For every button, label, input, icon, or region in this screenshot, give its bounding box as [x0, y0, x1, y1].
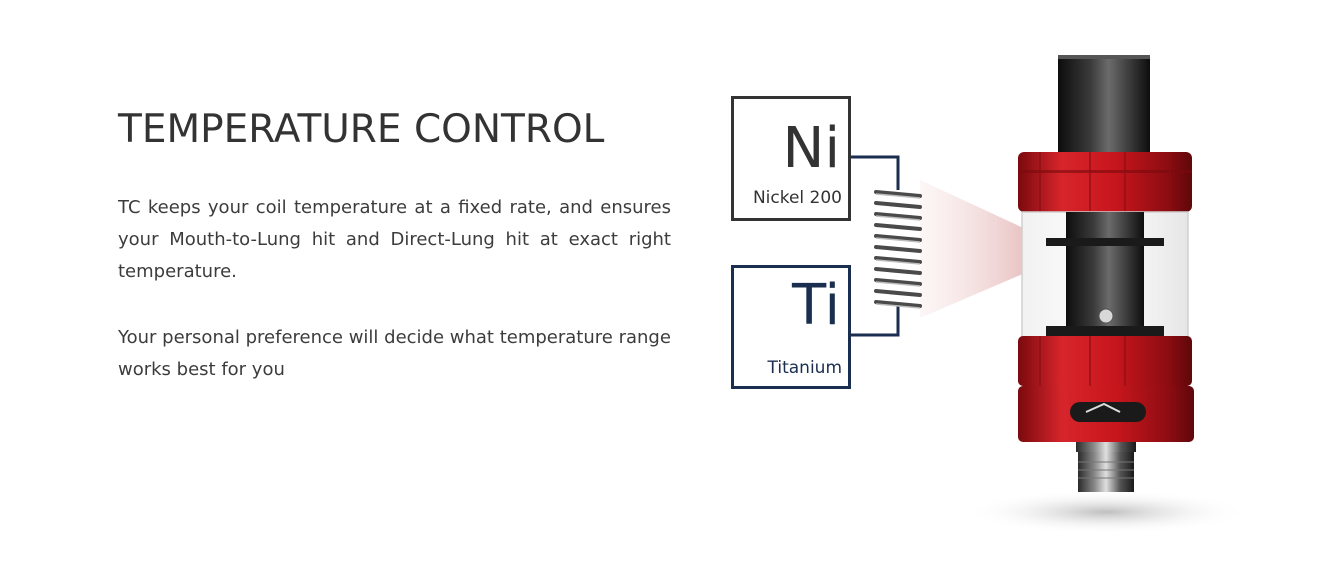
- tank-icon: [1018, 55, 1194, 492]
- titanium-element-box: Ti Titanium: [731, 265, 851, 389]
- description-paragraph-1: TC keeps your coil temperature at a fixe…: [118, 197, 671, 282]
- coil-icon: [874, 190, 922, 308]
- titanium-connector-line: [851, 304, 900, 337]
- nickel-element-box: Ni Nickel 200: [731, 96, 851, 221]
- titanium-name: Titanium: [767, 358, 843, 378]
- titanium-symbol: Ti: [791, 273, 840, 338]
- zoom-beam: [920, 180, 1060, 318]
- text-block: TEMPERATURE CONTROL TC keeps your coil t…: [118, 100, 671, 386]
- nickel-symbol: Ni: [782, 116, 840, 181]
- tank-shadow: [964, 490, 1248, 534]
- nickel-connector-line: [851, 155, 900, 190]
- page-title: TEMPERATURE CONTROL: [118, 107, 605, 152]
- description-paragraph-2: Your personal preference will decide wha…: [118, 327, 671, 380]
- nickel-name: Nickel 200: [752, 188, 842, 208]
